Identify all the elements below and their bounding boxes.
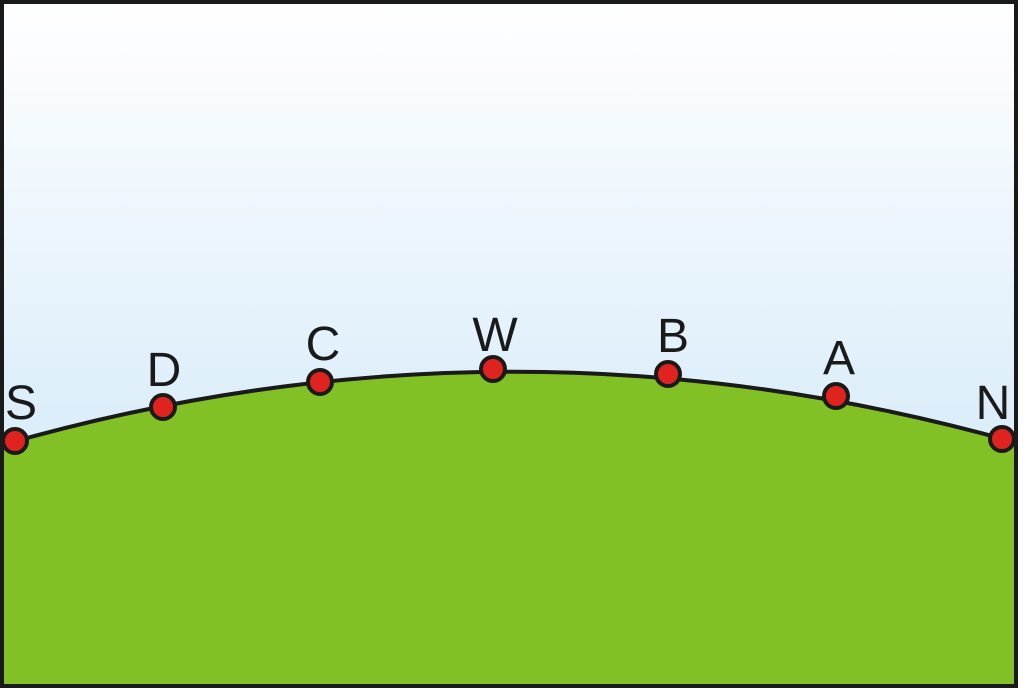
point-d-dot — [149, 393, 177, 421]
point-b-label: B — [657, 310, 689, 363]
point-b-dot — [654, 360, 682, 388]
point-w: W — [472, 309, 518, 383]
point-c-label: C — [306, 318, 341, 371]
point-c-dot — [306, 368, 334, 396]
point-w-label: W — [472, 309, 518, 362]
point-a: A — [822, 332, 855, 410]
point-d-label: D — [147, 344, 182, 397]
ground — [2, 371, 1014, 686]
point-a-label: A — [823, 332, 855, 385]
point-n-label: N — [976, 377, 1011, 430]
point-s-dot — [1, 427, 29, 455]
points-layer: S D C W B A N — [1, 309, 1016, 455]
point-n-dot — [988, 425, 1016, 453]
point-w-dot — [479, 355, 507, 383]
point-s-label: S — [5, 377, 37, 430]
point-s: S — [1, 377, 37, 455]
point-c: C — [306, 318, 341, 396]
point-a-dot — [822, 382, 850, 410]
point-d: D — [147, 344, 182, 421]
point-n: N — [976, 377, 1016, 453]
point-b: B — [654, 310, 689, 388]
